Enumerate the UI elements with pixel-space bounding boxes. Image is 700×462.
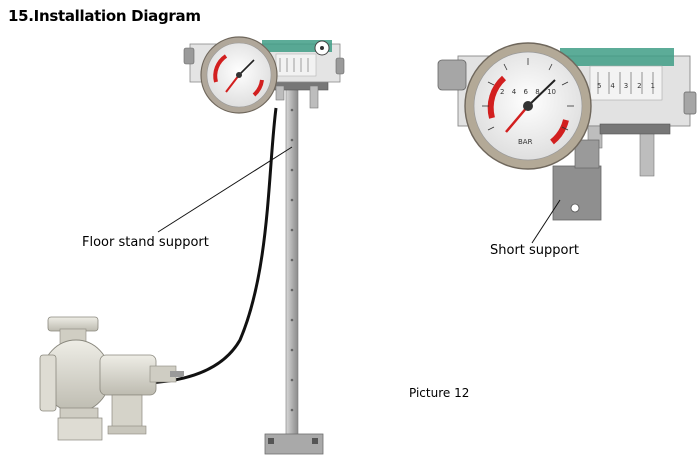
page-title: 15.Installation Diagram	[8, 7, 201, 25]
gauge-scale-number: 8	[535, 88, 540, 96]
flowmeter-top-left	[183, 36, 345, 114]
gauge-scale-number: 10	[547, 88, 556, 96]
scale-digit: 1	[650, 82, 655, 90]
pressure-gauge-right	[464, 42, 592, 170]
scale-digit: 3	[623, 82, 629, 90]
gauge-scale-number: 4	[511, 88, 517, 96]
gauge-unit: BAR	[518, 138, 533, 146]
picture-caption: Picture 12	[409, 386, 470, 400]
flowmeter-scale-digits: 5 4 3 2 1	[597, 82, 655, 90]
short-support-bracket	[552, 139, 602, 221]
floor-stand	[264, 77, 329, 455]
scale-digit: 4	[610, 82, 615, 90]
floor-stand-label: Floor stand support	[82, 235, 209, 250]
short-support-label: Short support	[490, 243, 579, 258]
scale-digit: 2	[637, 82, 642, 90]
gauge-scale-number: 6	[523, 88, 528, 96]
leader-line-short-support	[531, 199, 561, 244]
leader-line-floor-stand	[157, 146, 293, 233]
gauge-scale-number: 2	[500, 88, 505, 96]
pump	[39, 316, 184, 441]
gauge-scale-text: 2 4 6 8 10	[500, 88, 556, 96]
scale-digit: 5	[597, 82, 602, 90]
